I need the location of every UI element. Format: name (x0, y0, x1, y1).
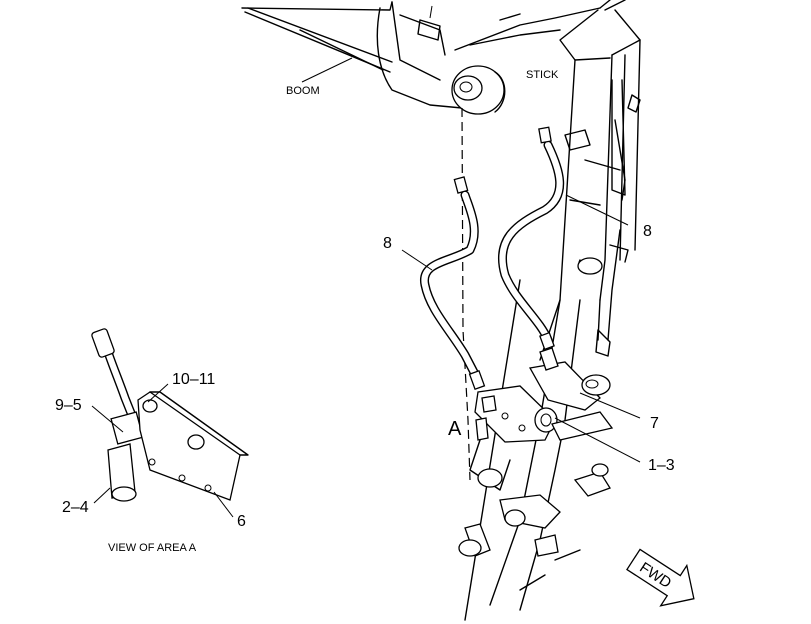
callout-9-5: 9–5 (55, 397, 82, 414)
leader-lines (91, 57, 641, 518)
detail-view-area-a (91, 328, 249, 502)
boom-stick-pivot-pin (451, 65, 506, 115)
callout-8-right: 8 (643, 223, 652, 240)
boom-label: BOOM (286, 85, 320, 97)
hose-left (420, 176, 486, 391)
area-a-label: A (448, 418, 462, 440)
callout-8-left: 8 (383, 235, 392, 252)
stick-label: STICK (526, 69, 559, 81)
boom-structure (241, 1, 601, 109)
callout-6: 6 (237, 513, 246, 530)
hidden-line (461, 107, 471, 481)
view-of-area-a-caption: VIEW OF AREA A (108, 542, 197, 554)
hose-right (497, 126, 565, 351)
callout-7: 7 (650, 415, 659, 432)
forward-arrow-icon: FWD (626, 548, 695, 607)
callout-10-11: 10–11 (172, 371, 215, 388)
lower-fittings (458, 463, 611, 557)
callout-2-4: 2–4 (62, 499, 89, 516)
valve-bracket-assembly (469, 347, 614, 491)
callout-1-3: 1–3 (648, 457, 675, 474)
